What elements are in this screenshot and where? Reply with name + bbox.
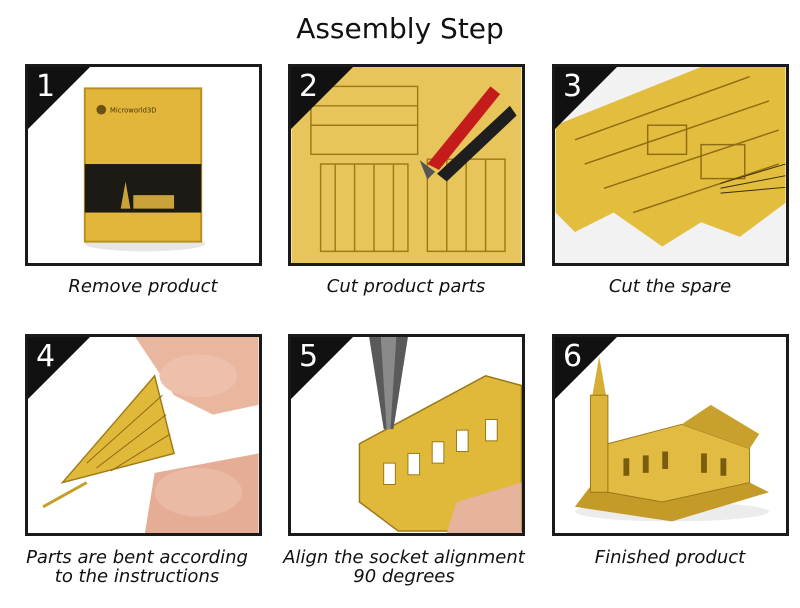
step-1-photo: Microworld3D xyxy=(28,67,259,263)
step-4-card: 4 xyxy=(25,334,262,536)
step-3-corner xyxy=(555,67,617,129)
step-5-card: 5 xyxy=(288,334,525,536)
step-4-corner xyxy=(28,337,90,399)
step-2-caption-line1: Cut product parts xyxy=(326,276,486,297)
step-1-caption: Remove product xyxy=(18,277,268,296)
step-2-corner xyxy=(291,67,353,129)
step-3-card: 3 xyxy=(552,64,789,266)
step-1-number: 1 xyxy=(36,69,56,104)
step-5-caption: Align the socket alignment 90 degrees xyxy=(268,548,540,586)
step-3-caption-line1: Cut the spare xyxy=(608,276,732,297)
step-5-caption-line1: Align the socket alignment xyxy=(283,547,525,568)
step-4-caption-line2: to the instructions xyxy=(54,566,220,587)
step-5-number: 5 xyxy=(299,339,319,374)
box-brand-label: Microworld3D xyxy=(110,107,156,115)
page-title: Assembly Step xyxy=(296,12,504,45)
step-6-corner xyxy=(555,337,617,399)
step-1-card: Microworld3D 1 xyxy=(25,64,262,266)
step-1-corner xyxy=(28,67,90,129)
step-1-caption-line1: Remove product xyxy=(68,276,218,297)
step-4-caption: Parts are bent according to the instruct… xyxy=(6,548,268,586)
step-2-card: 2 xyxy=(288,64,525,266)
step-6-caption-line1: Finished product xyxy=(594,547,746,568)
step-6-number: 6 xyxy=(563,339,583,374)
step-5-corner xyxy=(291,337,353,399)
step-5-caption-line2: 90 degrees xyxy=(353,566,455,587)
step-6-caption: Finished product xyxy=(545,548,795,567)
step-3-caption: Cut the spare xyxy=(545,277,795,296)
step-4-caption-line1: Parts are bent according xyxy=(26,547,248,568)
step-3-number: 3 xyxy=(563,69,583,104)
step-2-caption: Cut product parts xyxy=(281,277,531,296)
step-6-card: 6 xyxy=(552,334,789,536)
step-5-photo xyxy=(291,337,522,533)
step-2-number: 2 xyxy=(299,69,319,104)
step-4-number: 4 xyxy=(36,339,56,374)
